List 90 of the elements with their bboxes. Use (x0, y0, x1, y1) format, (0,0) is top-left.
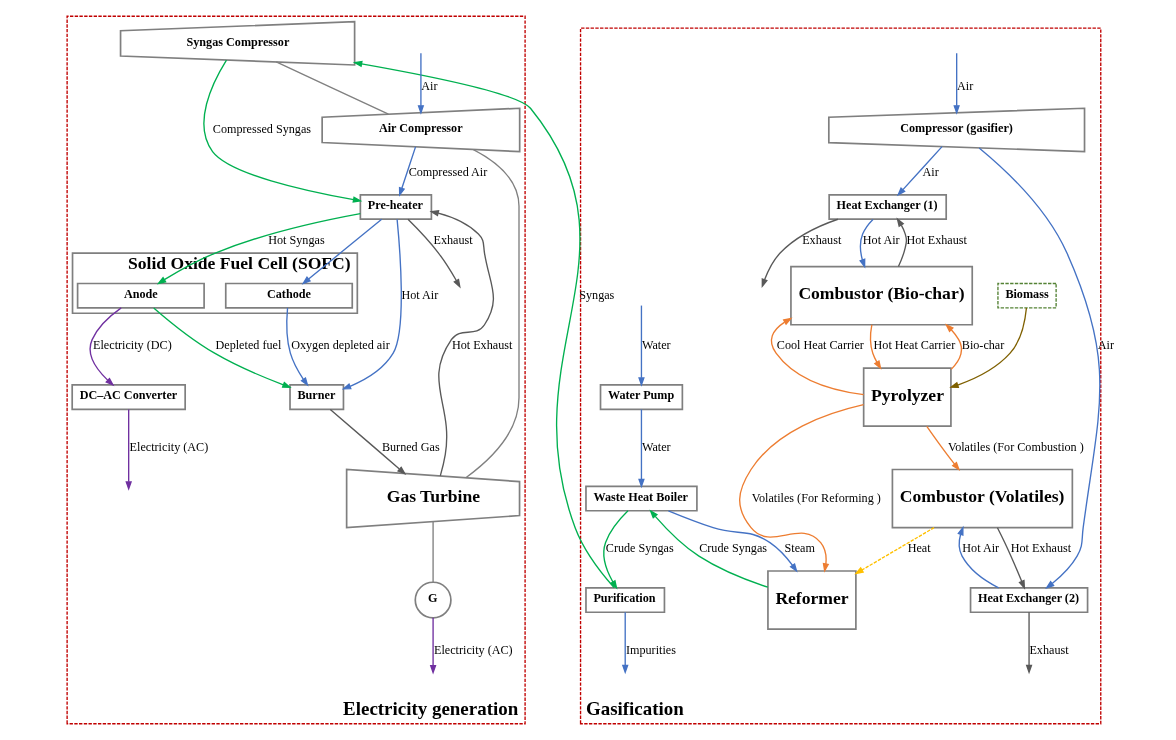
edge-label: Electricity (DC) (93, 338, 172, 353)
edge-label: Burned Gas (381, 439, 440, 454)
edge-label: Air (957, 78, 974, 93)
node-box: Combustor (Volatiles) (891, 468, 1074, 529)
arrow (949, 307, 1028, 388)
arrow (896, 217, 908, 268)
connector (465, 148, 520, 479)
edge-label: Crude Syngas (699, 541, 768, 556)
edge-label: Oxygen depleted air (291, 338, 390, 353)
edge-label: Crude Syngas (605, 541, 674, 556)
arrow (667, 510, 798, 573)
edge-label: Bio-char (961, 338, 1005, 353)
edge-label: Hot Air (962, 541, 1000, 556)
edge-label: Impurities (625, 642, 676, 657)
arrow (957, 525, 1000, 589)
edge-label: Hot Air (862, 232, 900, 247)
arrow (621, 611, 629, 675)
arrow (286, 307, 309, 387)
node-box: Pre-heater (359, 194, 433, 221)
edge-label: Electricity (AC) (129, 439, 209, 454)
edge-label: Hot Heat Carrier (873, 338, 956, 353)
node-box: Heat Exchanger (1) (828, 194, 948, 221)
arrow (603, 510, 629, 590)
edge-label: Exhaust (1029, 642, 1069, 657)
edge-label: Compressed Syngas (212, 121, 312, 136)
arrow (953, 52, 960, 115)
arrow (125, 408, 132, 491)
edge-label: Exhaust (802, 232, 842, 247)
arrow (417, 52, 425, 115)
node-box: Cathode (224, 282, 354, 309)
arrow (869, 324, 882, 370)
arrow (153, 307, 292, 388)
edge-label: Air (421, 78, 438, 93)
arrow (398, 146, 417, 197)
edge-label: Water (641, 338, 671, 353)
node-box: Water Pump (599, 384, 684, 411)
connector (432, 521, 434, 583)
edge-label: Electricity (AC) (434, 642, 513, 657)
arrow (638, 304, 645, 387)
arrow (926, 425, 961, 472)
node-circle: G (414, 581, 452, 619)
edge-label: Volatiles (For Combustion ) (947, 439, 1084, 454)
edge-label: Exhaust (433, 232, 473, 247)
arrow (352, 60, 615, 589)
edge-label: Water (641, 439, 671, 454)
node-box: Burner (289, 384, 345, 411)
arrow (854, 527, 935, 575)
arrow (649, 509, 769, 588)
arrow (996, 527, 1026, 590)
node-box: Anode (76, 282, 205, 309)
arrow (761, 218, 839, 289)
edge-label: Air (922, 165, 939, 180)
arrow (739, 404, 865, 573)
edge-label: Depleted fuel (215, 338, 282, 353)
arrow (1025, 611, 1033, 675)
arrow (429, 210, 495, 477)
arrow (859, 218, 874, 269)
edge-label: Hot Air (401, 287, 439, 302)
edge-label: Compressed Air (408, 165, 488, 180)
arrow (978, 147, 1101, 590)
node-box: Combustor (Bio-char) (790, 265, 974, 326)
arrow (329, 408, 407, 475)
arrow (301, 218, 383, 285)
edge-label: Hot Exhaust (1010, 541, 1072, 556)
node-box: Biomass (997, 282, 1057, 309)
arrow (638, 408, 645, 489)
edge-label: Cool Heat Carrier (776, 338, 864, 353)
edge-label: Hot Exhaust (451, 338, 513, 353)
edge-label: Heat (907, 541, 931, 556)
arrow (896, 146, 943, 197)
edge-label: Hot Exhaust (906, 232, 967, 247)
edge-label: Hot Syngas (268, 232, 325, 247)
arrow (429, 617, 437, 675)
node-box: Waste Heat Boiler (585, 485, 698, 512)
arrow (407, 218, 461, 289)
node-box: Reformer (767, 570, 857, 630)
arrow (770, 317, 865, 396)
node-box: Purification (585, 587, 666, 614)
edge-label: Syngas (579, 287, 615, 302)
arrow (203, 59, 363, 203)
node-box: Syngas Compressor (119, 20, 356, 66)
edge-label: Steam (784, 541, 815, 556)
node-box: Heat Exchanger (2) (969, 587, 1089, 614)
node-box: DC–AC Converter (71, 384, 186, 411)
edge-label: Volatiles (For Reforming ) (751, 490, 881, 505)
arrow (341, 218, 402, 390)
arrow (944, 323, 963, 371)
connector (275, 61, 390, 115)
node-box: Pyrolyzer (862, 367, 952, 428)
arrow (89, 307, 122, 387)
